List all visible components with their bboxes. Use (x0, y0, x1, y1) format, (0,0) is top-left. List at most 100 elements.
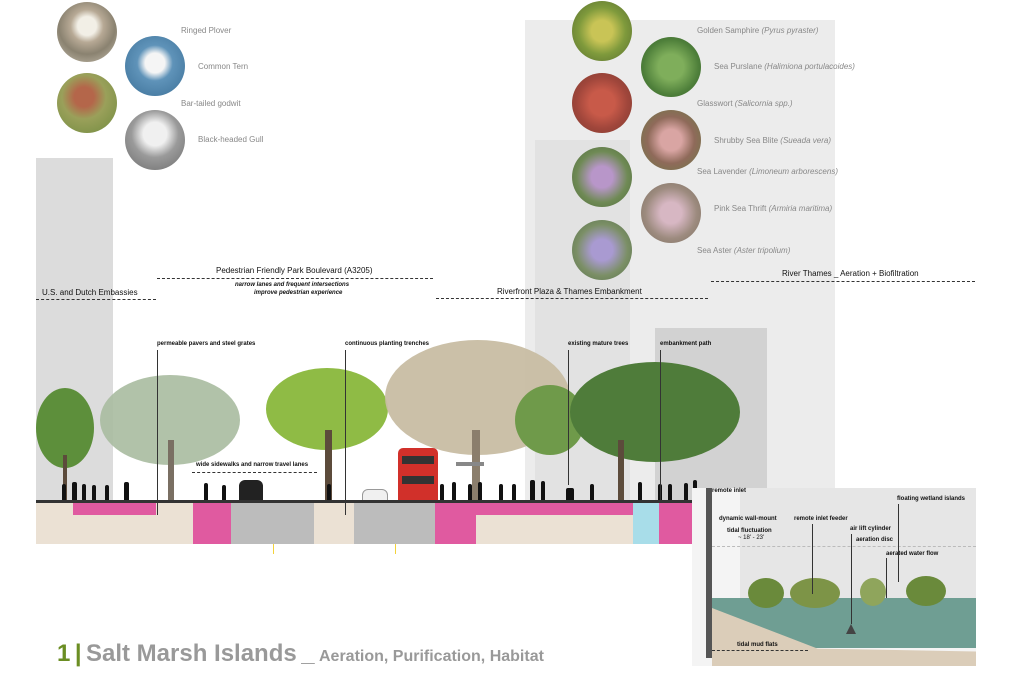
floating-wetland-island (860, 578, 886, 606)
plant-label-sea-lavender: Sea Lavender (Limoneum arborescens) (697, 167, 838, 176)
mud-flats-dimension (712, 650, 808, 651)
sea-lavender-photo (572, 147, 632, 207)
floating-wetland-island (790, 578, 840, 608)
title-number: 1 (57, 640, 71, 667)
pedestrian (327, 484, 331, 500)
title-separator: | (74, 640, 82, 667)
zone-embassies-heading: U.S. and Dutch Embassies (42, 288, 138, 297)
page-title: 1 | Salt Marsh Islands _ Aeration, Purif… (57, 640, 544, 668)
bar-tailed-godwit-photo (57, 73, 117, 133)
pedestrian (82, 484, 86, 500)
magenta-trench-2 (193, 503, 231, 544)
sea-purslane-photo (641, 37, 701, 97)
pedestrian (72, 482, 77, 500)
annotation-trenches: continuous planting trenches (345, 341, 430, 347)
leader-water-flow (886, 558, 887, 598)
pedestrian (530, 480, 535, 500)
pink-sea-thrift-photo (641, 183, 701, 243)
title-main: Salt Marsh Islands (85, 640, 297, 667)
plant-label-glasswort: Glasswort (Salicornia spp.) (697, 99, 793, 108)
pedestrian (638, 482, 642, 500)
sidewalks-dimension (192, 472, 317, 473)
sea-aster-photo (572, 220, 632, 280)
pedestrian (566, 488, 574, 500)
magenta-trench-5 (659, 503, 692, 544)
plant-label-sea-purslane: Sea Purslane (Halimiona portulacoides) (714, 62, 855, 71)
pedestrian (452, 482, 456, 500)
annotation-wall-mount: dynamic wall-mount (719, 516, 777, 522)
pedestrian (590, 484, 594, 500)
river-wall (706, 488, 712, 658)
floating-wetland-island (906, 576, 946, 606)
pedestrian (468, 484, 472, 500)
annotation-aeration-disc: aeration disc (856, 537, 894, 543)
pedestrian (668, 484, 672, 500)
tree-far-left (36, 388, 94, 468)
road-base-2 (354, 503, 435, 544)
yellow-drain-1 (273, 544, 274, 554)
pedestrian (512, 484, 516, 500)
pedestrian (105, 485, 109, 500)
glasswort-photo (572, 73, 632, 133)
leader-embankment-path (660, 350, 661, 500)
leader-mature-trees (568, 350, 569, 485)
title-underscore: _ (301, 640, 315, 667)
pedestrian (499, 484, 503, 500)
pedestrian (124, 482, 129, 500)
annotation-water-flow: aerated water flow (886, 551, 939, 557)
zone-embassies-dashline (36, 299, 156, 300)
annotation-pavers: permeable pavers and steel grates (157, 341, 256, 347)
pedestrian (440, 484, 444, 500)
common-tern-photo (125, 36, 185, 96)
annotation-tidal-range: ~ 18' - 23' (738, 535, 765, 541)
annotation-wetland-islands: floating wetland islands (897, 496, 966, 502)
annotation-remote-inlet: remote inlet (712, 488, 747, 494)
pedestrian (684, 483, 688, 500)
floating-wetland-island (748, 578, 784, 608)
zone-riverfront-dashline (436, 298, 708, 299)
golden-samphire-photo (572, 1, 632, 61)
annotation-mud-flats: tidal mud flats (737, 642, 778, 648)
zone-thames-heading: River Thames _ Aeration + Biofiltration (782, 269, 919, 278)
plant-label-sea-aster: Sea Aster (Aster tripolium) (697, 246, 791, 255)
bus-shelter (456, 462, 484, 466)
bird-label-bar-tailed-godwit: Bar-tailed godwit (181, 99, 241, 108)
magenta-trench-4 (476, 503, 633, 515)
bird-label-common-tern: Common Tern (198, 62, 249, 71)
magenta-trench-3 (435, 503, 476, 544)
plant-label-pink-sea-thrift: Pink Sea Thrift (Armiria maritima) (714, 204, 833, 213)
pedestrian (204, 483, 208, 500)
leader-aeration-disc (851, 534, 852, 624)
annotation-inlet-feeder: remote inlet feeder (794, 516, 848, 522)
annotation-tidal-fluctuation: tidal fluctuation (727, 528, 772, 534)
tree-boulevard-left-trunk (168, 440, 174, 500)
plant-label-golden-samphire: Golden Samphire (Pyrus pyraster) (697, 26, 819, 35)
cyan-channel (633, 503, 659, 544)
ringed-plover-photo (57, 2, 117, 62)
bird-label-ringed-plover: Ringed Plover (181, 26, 232, 35)
zone-boulevard-sub2: improve pedestrian experience (254, 290, 343, 296)
zone-boulevard-sub1: narrow lanes and frequent intersections (235, 282, 350, 288)
bird-label-black-headed-gull: Black-headed Gull (198, 135, 264, 144)
tree-mature-2-trunk (618, 440, 624, 500)
bus-window-upper (402, 456, 434, 464)
leader-inlet-feeder (812, 524, 813, 594)
yellow-drain-2 (395, 544, 396, 554)
bus-window-lower (402, 476, 434, 484)
pedestrian (222, 485, 226, 500)
car-dark (239, 480, 263, 502)
zone-riverfront-heading: Riverfront Plaza & Thames Embankment (497, 287, 642, 296)
leader-trenches (345, 350, 346, 515)
shrubby-sea-blite-photo (641, 110, 701, 170)
zone-thames-dashline (711, 281, 975, 282)
pedestrian (478, 482, 482, 500)
tree-riverfront-large-trunk (472, 430, 480, 502)
ground-surface-line (36, 500, 692, 503)
aeration-disc-icon (846, 624, 856, 634)
road-base-1 (231, 503, 314, 544)
magenta-trench-1 (73, 503, 156, 515)
leader-pavers (157, 350, 158, 515)
zone-boulevard-heading: Pedestrian Friendly Park Boulevard (A320… (216, 266, 373, 275)
tree-mature-2 (570, 362, 740, 462)
black-headed-gull-photo (125, 110, 185, 170)
